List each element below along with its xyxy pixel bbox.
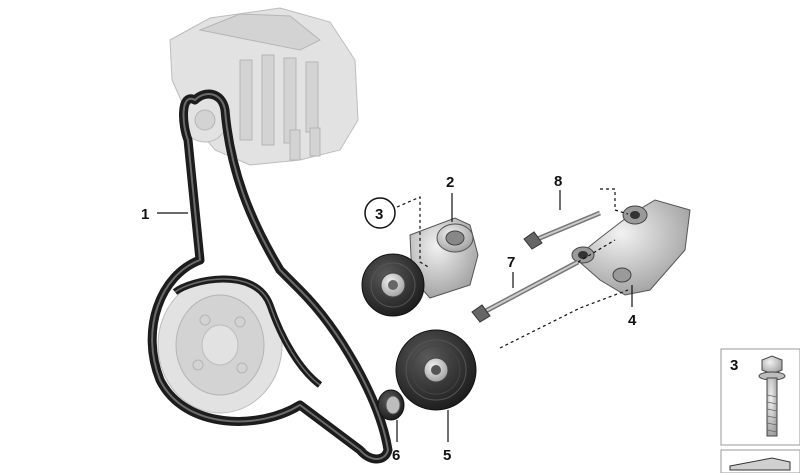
leader-lines xyxy=(157,190,633,442)
callout-2: 2 xyxy=(446,174,454,191)
alternator-ghost xyxy=(169,7,359,166)
callout-8: 8 xyxy=(554,173,562,190)
callout-6: 6 xyxy=(392,447,400,464)
dashed-leaders xyxy=(396,188,629,349)
bolt-short xyxy=(523,210,601,250)
flange-bolt-icon xyxy=(758,355,786,437)
continuation-arrow-box xyxy=(720,449,800,473)
callout-4: 4 xyxy=(628,312,637,329)
callout-3: 3 xyxy=(375,206,383,223)
inset-label: 3 xyxy=(730,357,738,374)
continuation-arrow-icon xyxy=(729,457,791,471)
drive-belt xyxy=(147,89,393,464)
callout-7: 7 xyxy=(507,254,515,271)
belt-tensioner xyxy=(361,217,479,317)
callout-5: 5 xyxy=(443,447,451,464)
callout-3-circle: 3 xyxy=(364,197,396,229)
inset-bolt-3: 3 xyxy=(720,348,800,446)
tensioner-bracket xyxy=(571,199,691,296)
idler-pulley xyxy=(395,329,477,411)
dust-cap xyxy=(377,389,405,421)
bolt-long xyxy=(471,259,580,323)
crank-pulley-ghost xyxy=(157,276,283,414)
callout-1: 1 xyxy=(141,206,149,223)
